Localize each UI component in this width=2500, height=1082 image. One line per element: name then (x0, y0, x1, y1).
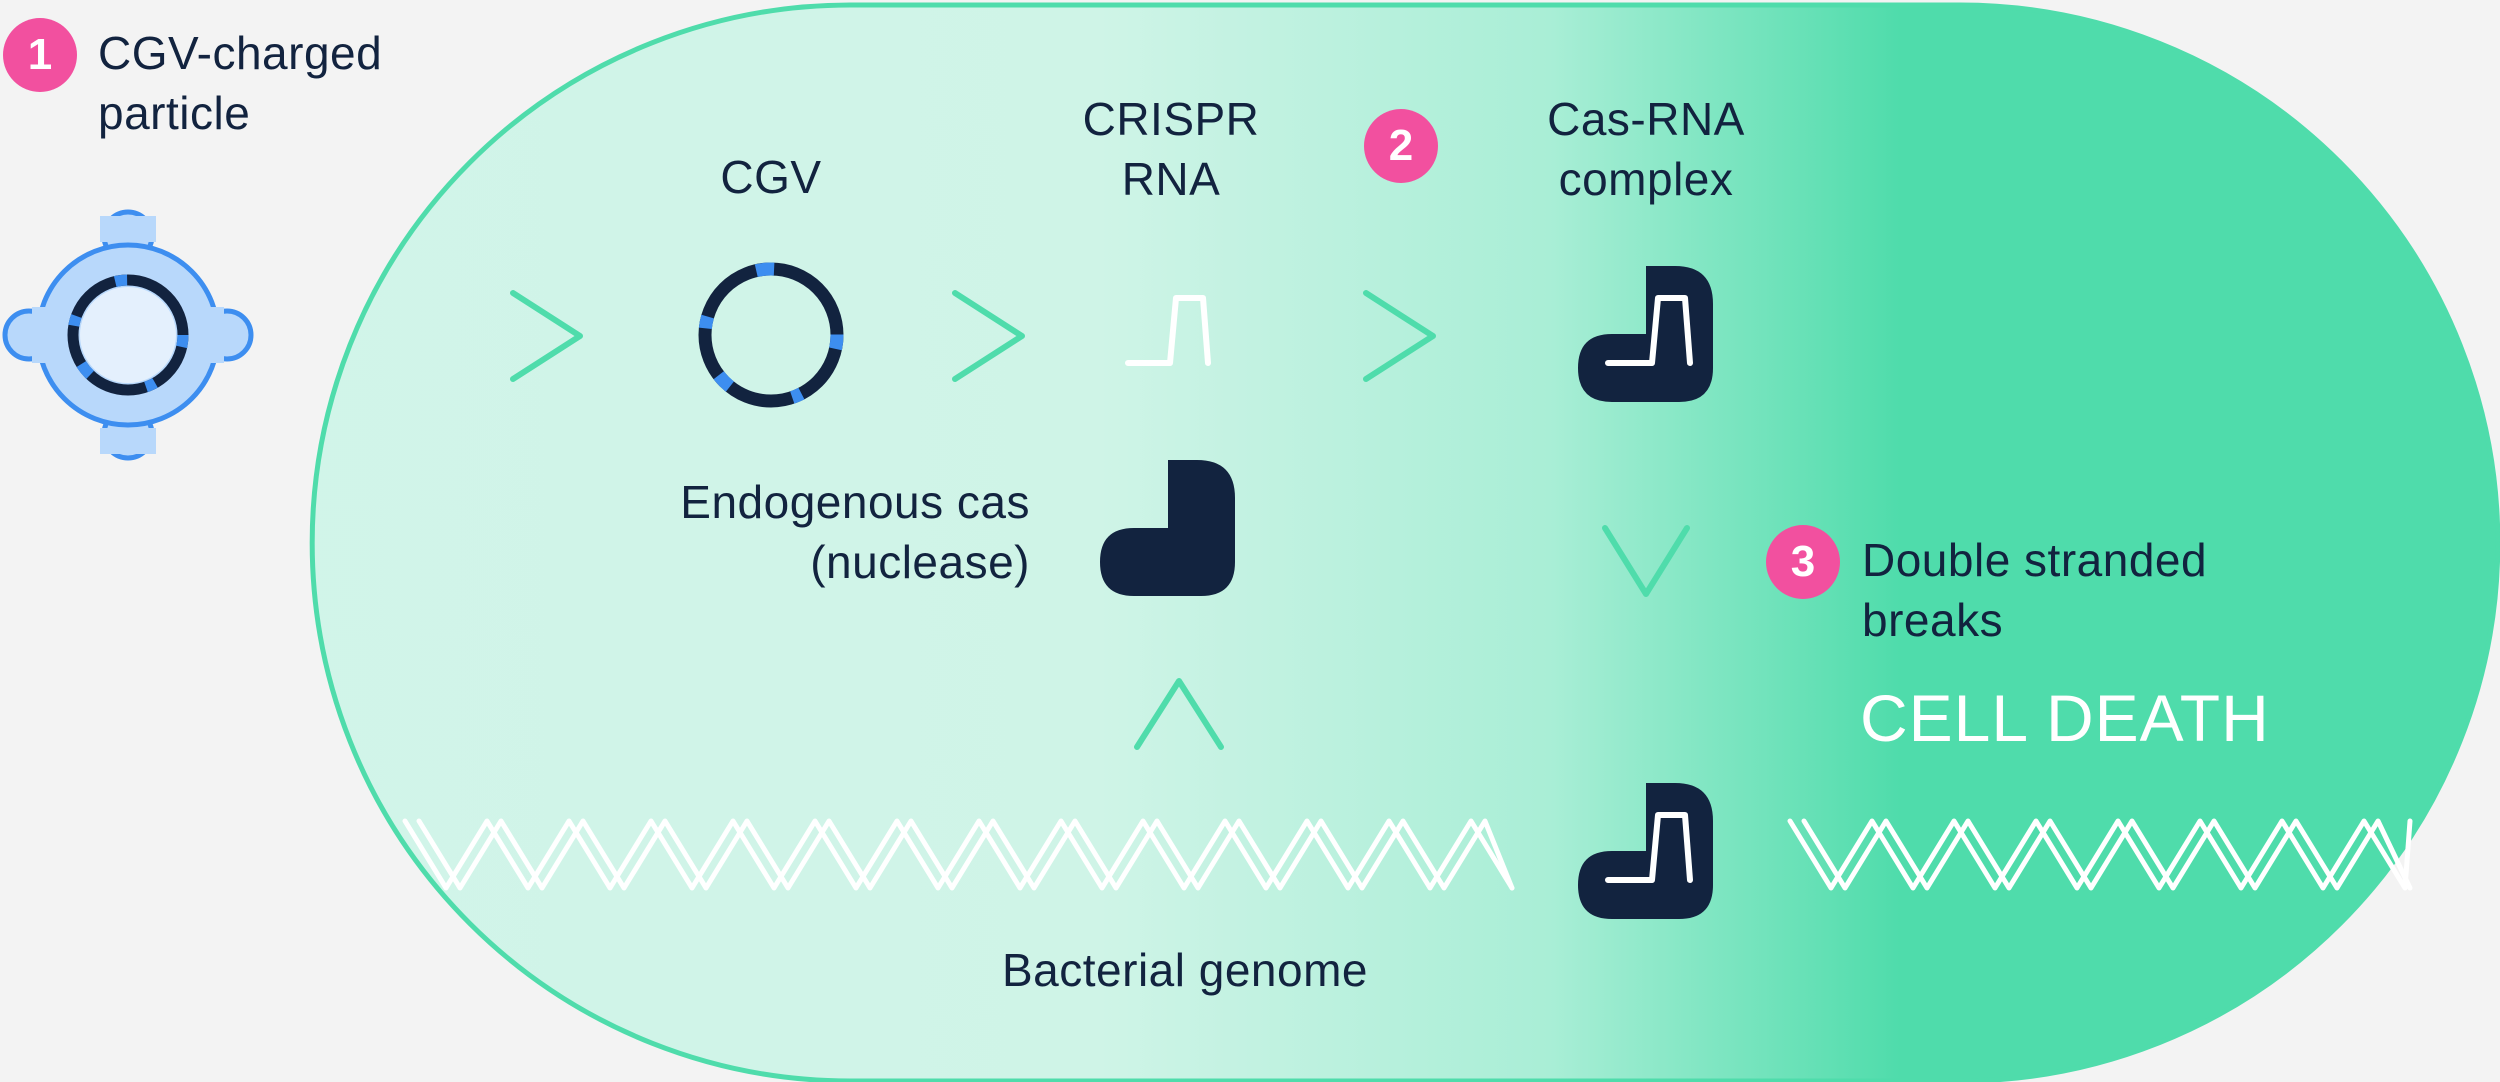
dna-strand (1801, 818, 2413, 891)
cell-death-label: CELL DEATH (1860, 681, 2270, 755)
cgv-charged-particle-label: CGV-charged particle (98, 27, 383, 139)
chevron-arrow-icon (1363, 290, 1436, 382)
step-badge-1: 1 (3, 18, 77, 92)
bacterial-genome-label: Bacterial genome (1002, 944, 1368, 996)
chevron-arrow-icon (1602, 525, 1690, 597)
double-stranded-breaks-label: Double stranded breaks (1862, 534, 2208, 646)
dna-helix-icon (402, 818, 1515, 891)
cas-rna-complex-icon (1578, 266, 1713, 402)
dna-strand (1787, 818, 2413, 891)
plasmid-ring-icon (698, 262, 844, 408)
bacterial-cell-body (309, 2, 2500, 1082)
cas-protein-icon (1100, 460, 1235, 596)
rna-strand-icon (1125, 295, 1211, 366)
cas-rna-complex-label: Cas-RNA complex (1547, 93, 1745, 205)
dna-helix-icon (1787, 818, 2413, 891)
chevron-arrow-icon (952, 290, 1025, 382)
step-badge-3: 3 (1766, 525, 1840, 599)
cgv-label: CGV (720, 151, 822, 203)
endogenous-cas-label: Endogenous cas (nuclease) (680, 476, 1030, 588)
cgv-particle-icon (2, 209, 254, 461)
chevron-arrow-icon (1134, 678, 1224, 750)
dna-strand (402, 818, 1515, 891)
step-badge-2: 2 (1364, 109, 1438, 183)
chevron-arrow-icon (510, 290, 583, 382)
dna-strand (416, 818, 1515, 891)
cas-rna-complex-icon (1578, 783, 1713, 919)
crispr-rna-label: CRISPR RNA (1082, 93, 1260, 205)
